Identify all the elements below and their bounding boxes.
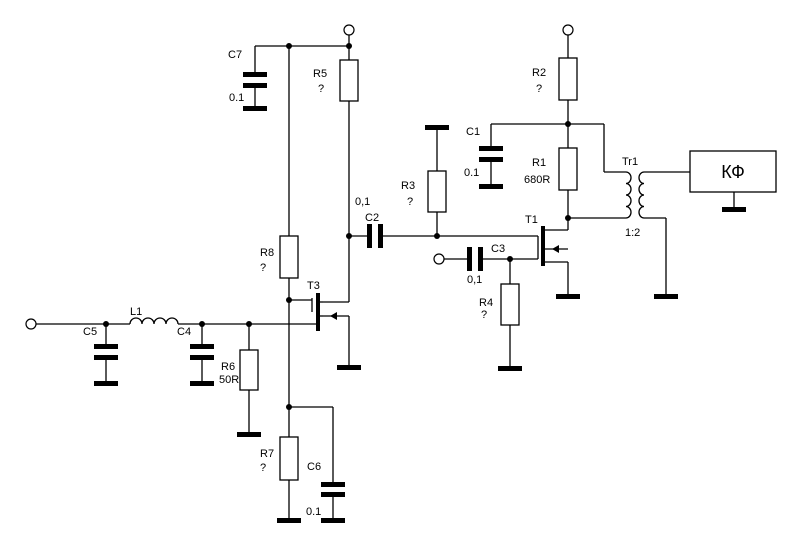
r3-value: ? bbox=[407, 196, 413, 208]
c1-capacitor bbox=[479, 146, 503, 162]
r4-resistor bbox=[500, 283, 520, 326]
supply-terminal-right bbox=[562, 24, 574, 36]
c3-label: C3 bbox=[491, 243, 505, 255]
r2-label: R2 bbox=[532, 67, 546, 79]
c3-input-terminal bbox=[433, 253, 445, 265]
r6-value: 50R bbox=[219, 374, 239, 386]
r8-label: R8 bbox=[260, 247, 274, 259]
r7-value: ? bbox=[260, 462, 266, 474]
ground-symbols bbox=[94, 106, 746, 523]
c6-value: 0.1 bbox=[306, 506, 321, 518]
c5-label: C5 bbox=[83, 326, 97, 338]
c7-capacitor bbox=[243, 72, 267, 88]
t1-label: T1 bbox=[525, 214, 538, 226]
r5-label: R5 bbox=[313, 68, 327, 80]
r8-resistor bbox=[279, 235, 299, 279]
c1-label: C1 bbox=[466, 126, 480, 138]
r3-resistor bbox=[427, 170, 447, 213]
t3-label: T3 bbox=[307, 280, 320, 292]
kf-label: КФ bbox=[721, 162, 745, 182]
c7-value: 0.1 bbox=[229, 92, 244, 104]
r1-resistor bbox=[558, 147, 578, 191]
tr1-ratio: 1:2 bbox=[625, 227, 640, 239]
r6-label: R6 bbox=[221, 361, 235, 373]
r4-label: R4 bbox=[479, 297, 493, 309]
c2-label: C2 bbox=[365, 212, 379, 224]
tr1-transformer bbox=[625, 171, 645, 219]
c7-label: C7 bbox=[228, 49, 242, 61]
r1-label: R1 bbox=[532, 157, 546, 169]
r2-value: ? bbox=[536, 83, 542, 95]
r6-resistor bbox=[239, 349, 259, 391]
r5-resistor bbox=[339, 59, 359, 102]
c2-capacitor bbox=[367, 224, 383, 248]
r7-resistor bbox=[279, 436, 299, 481]
r3-label: R3 bbox=[401, 180, 415, 192]
c5-capacitor bbox=[94, 344, 118, 360]
r8-value: ? bbox=[260, 262, 266, 274]
t3-transistor bbox=[311, 293, 337, 331]
c1-value: 0.1 bbox=[464, 167, 479, 179]
c6-label: C6 bbox=[307, 461, 321, 473]
c2-value: 0,1 bbox=[355, 196, 370, 208]
kf-block bbox=[689, 150, 777, 193]
l1-inductor bbox=[129, 317, 179, 325]
r2-resistor bbox=[558, 57, 578, 101]
input-terminal bbox=[25, 318, 37, 330]
supply-terminal-left bbox=[343, 24, 355, 36]
tr1-label: Tr1 bbox=[622, 156, 638, 168]
r1-value: 680R bbox=[524, 174, 550, 186]
c4-label: C4 bbox=[177, 326, 191, 338]
c6-capacitor bbox=[321, 482, 345, 497]
r4-value: ? bbox=[481, 309, 487, 321]
c3-value: 0,1 bbox=[467, 274, 482, 286]
l1-label: L1 bbox=[130, 306, 142, 318]
t1-transistor bbox=[537, 226, 568, 266]
junction-dots bbox=[103, 43, 571, 410]
c3-capacitor bbox=[467, 247, 483, 271]
r5-value: ? bbox=[318, 83, 324, 95]
wires bbox=[36, 35, 735, 520]
c4-capacitor bbox=[190, 344, 214, 360]
r7-label: R7 bbox=[260, 448, 274, 460]
